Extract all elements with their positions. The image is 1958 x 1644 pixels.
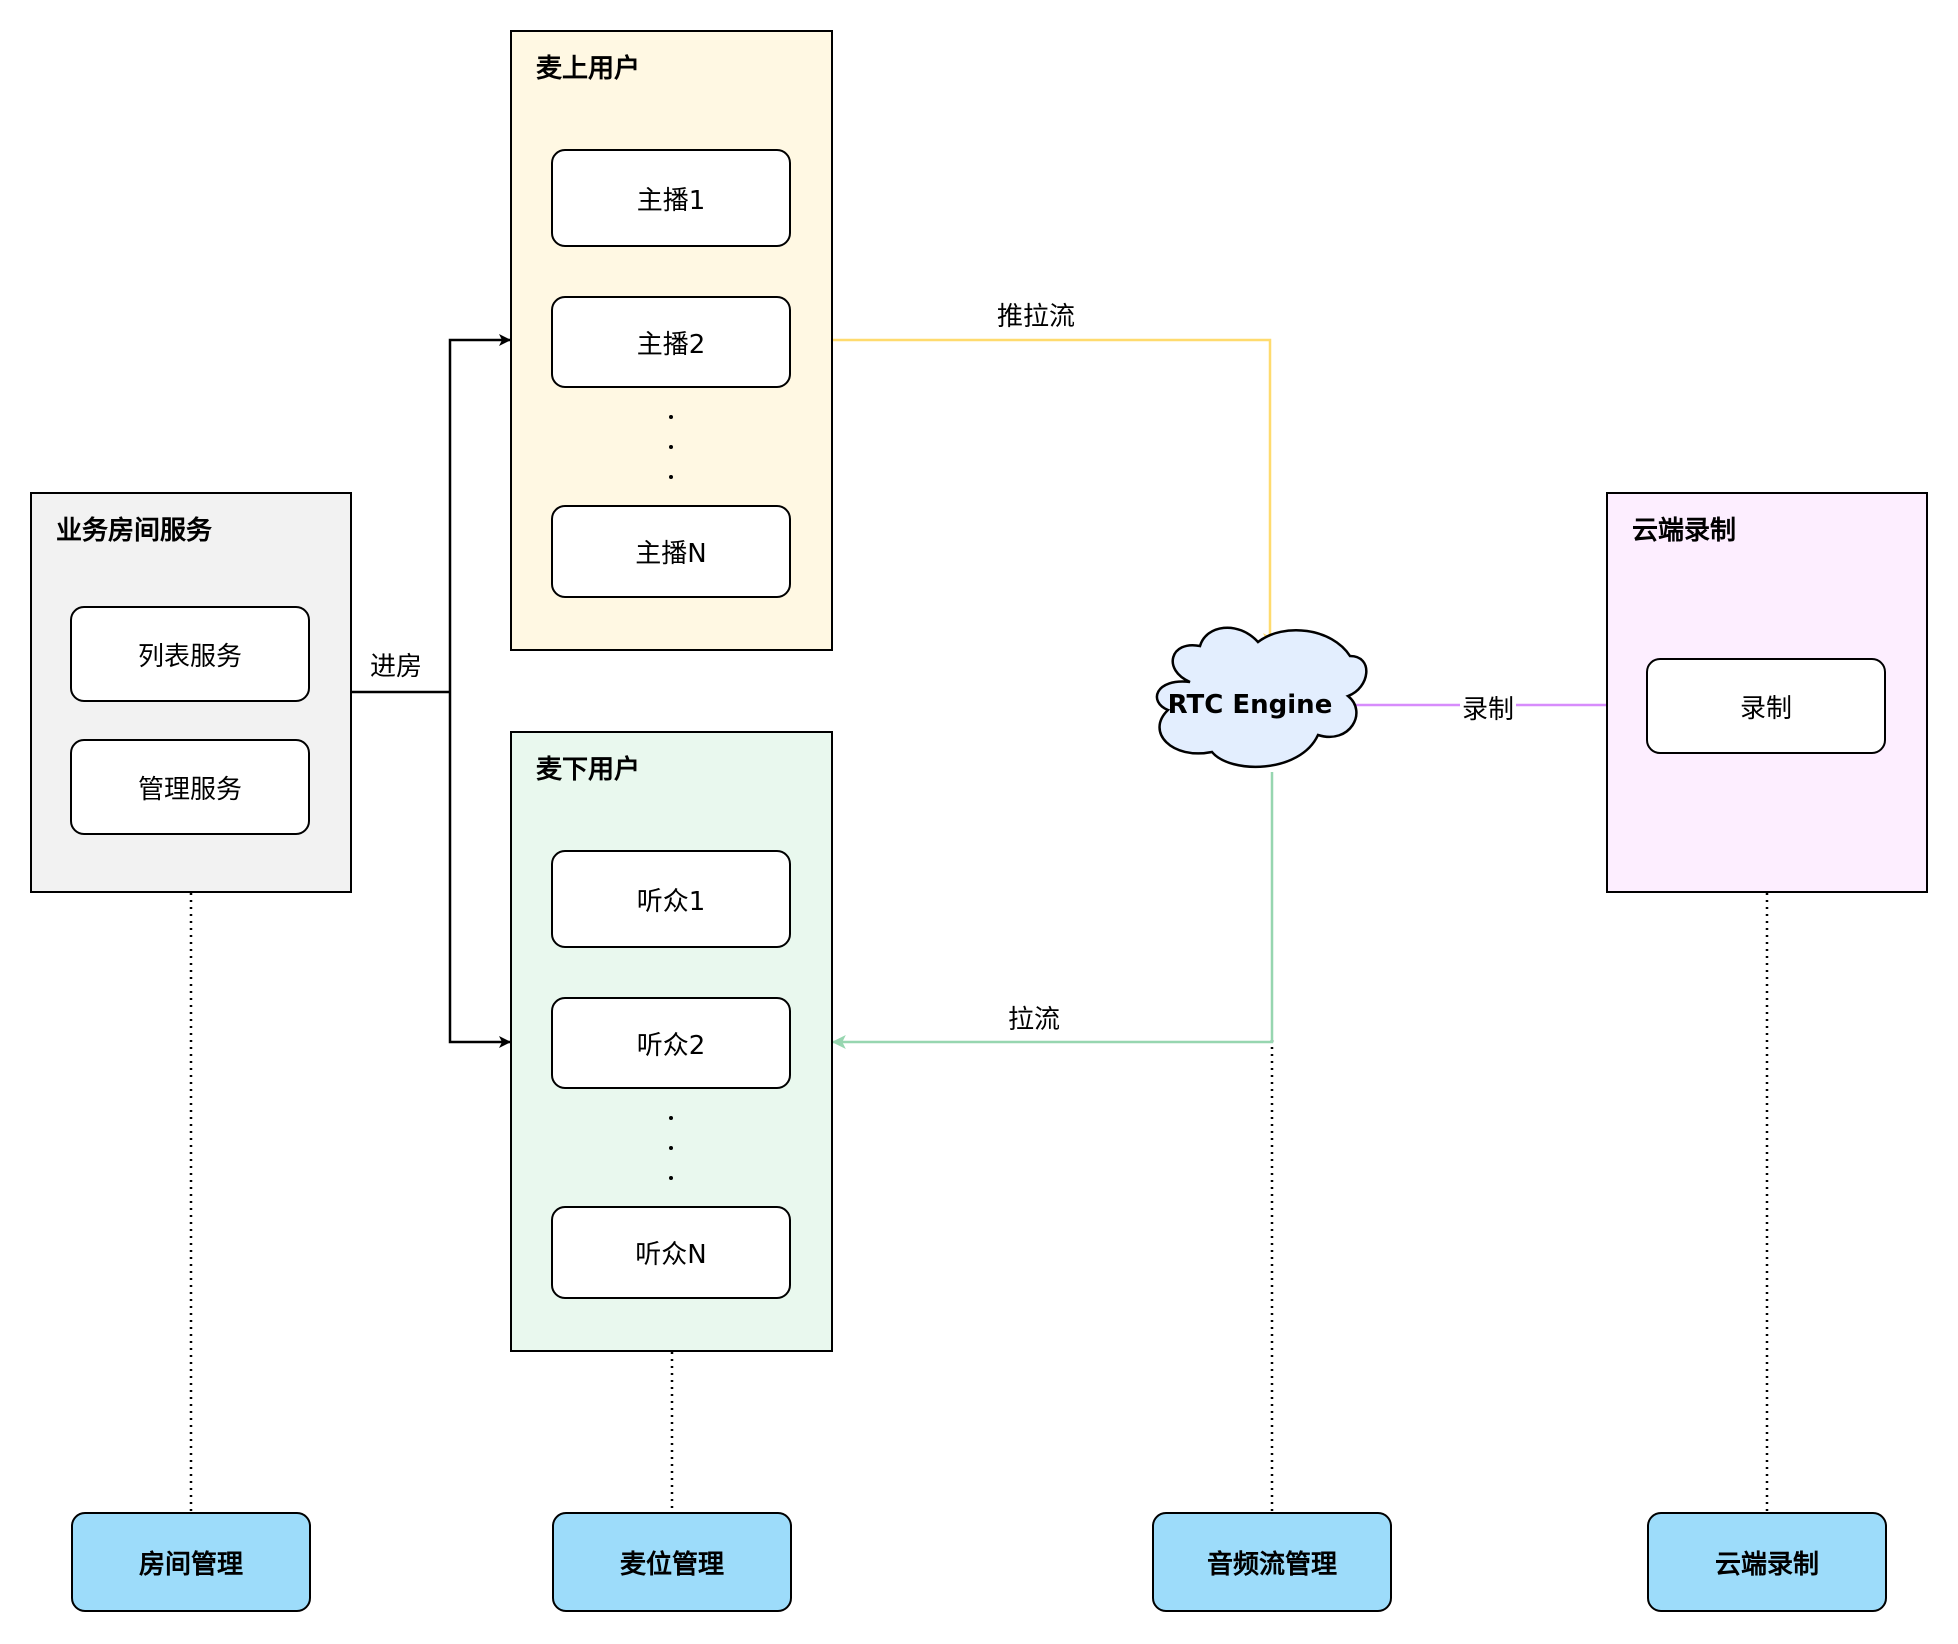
on-mic-users-title: 麦上用户 [536,54,641,84]
rtc-engine-label[interactable]: RTC Engine [1167,690,1333,720]
listener-1-node[interactable]: 听众1 [551,850,791,948]
business-room-service-panel: 业务房间服务 列表服务 管理服务 [30,492,352,893]
footer-cloud-recording[interactable]: 云端录制 [1647,1512,1887,1612]
listener-2-node[interactable]: 听众2 [551,997,791,1089]
footer-mic-management[interactable]: 麦位管理 [552,1512,792,1612]
footer-room-management[interactable]: 房间管理 [71,1512,311,1612]
on-mic-users-panel: 麦上用户 主播1 主播2 主播N [510,30,833,651]
off-mic-users-panel: 麦下用户 听众1 听众2 听众N [510,731,833,1352]
edge-enter-room-to-on-mic [448,334,511,692]
host-n-node[interactable]: 主播N [551,505,791,598]
enter-room-label: 进房 [367,652,425,683]
listener-ellipsis [551,1103,791,1193]
host-ellipsis [551,402,791,492]
push-pull-label: 推拉流 [994,302,1078,333]
footer-audio-stream-management[interactable]: 音频流管理 [1152,1512,1392,1612]
rtc-engine-cloud [1155,626,1368,769]
off-mic-users-title: 麦下用户 [536,755,641,785]
cloud-recording-panel: 云端录制 录制 [1606,492,1928,893]
record-node[interactable]: 录制 [1646,658,1886,754]
cloud-recording-title: 云端录制 [1632,516,1737,546]
listener-n-node[interactable]: 听众N [551,1206,791,1299]
list-service-node[interactable]: 列表服务 [70,606,310,702]
edge-enter-room-to-off-mic [448,692,511,1048]
edge-pull [831,772,1274,1049]
record-edge-label: 录制 [1459,695,1517,726]
edge-push-pull [820,333,1277,648]
host-2-node[interactable]: 主播2 [551,296,791,388]
business-room-service-title: 业务房间服务 [56,516,213,546]
host-1-node[interactable]: 主播1 [551,149,791,247]
pull-label: 拉流 [1005,1005,1063,1036]
management-service-node[interactable]: 管理服务 [70,739,310,835]
